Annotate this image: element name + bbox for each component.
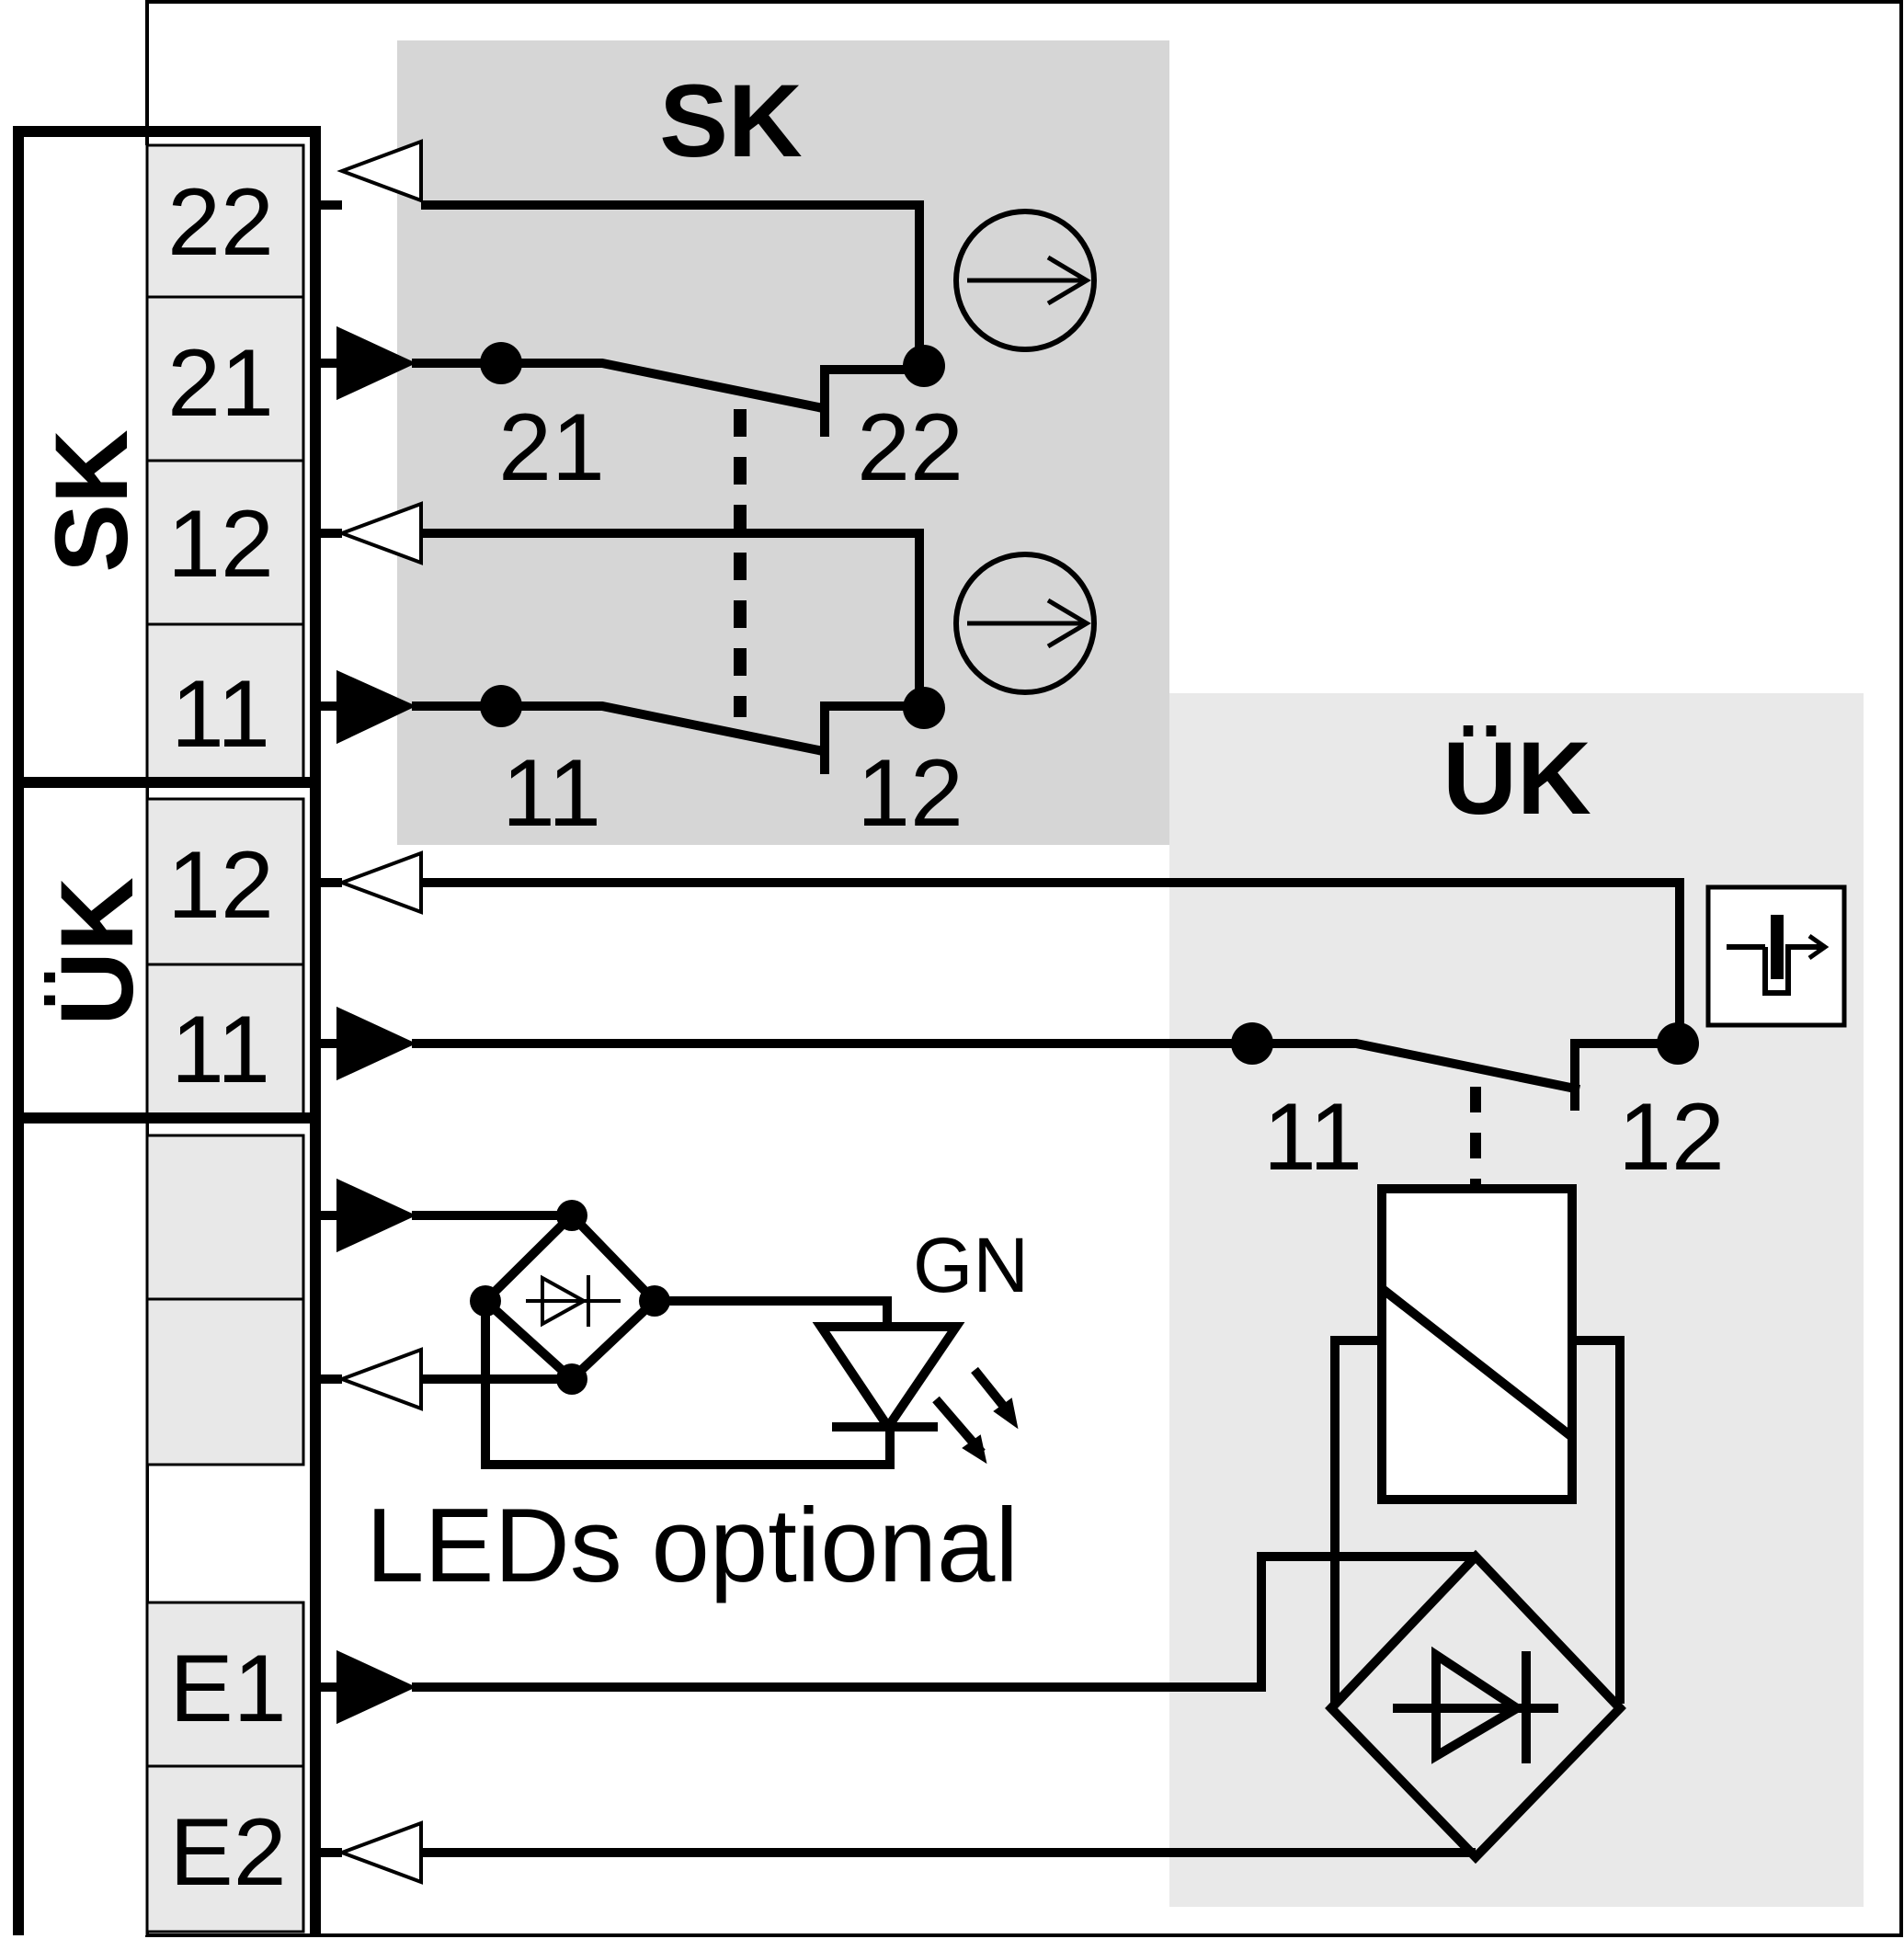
output-arrow: [336, 1347, 423, 1411]
svg-text:22: 22: [857, 394, 963, 501]
positive-opening-arrow-icon: [953, 552, 1097, 695]
svg-text:11: 11: [502, 740, 601, 847]
sk-contact-21-22: 21 22: [412, 200, 963, 501]
uk-contact-11-12: 11 12: [412, 878, 1725, 1191]
sk-block-title: SK: [659, 63, 803, 178]
terminal-cell: [145, 1297, 305, 1466]
terminal-arrows: [336, 139, 423, 1885]
input-arrow: [336, 1006, 416, 1081]
led-emission-arrows-icon: [932, 1366, 1019, 1465]
terminal-label: 12: [167, 832, 274, 939]
uk-block-title: ÜK: [1442, 721, 1591, 836]
input-arrow: [336, 1649, 416, 1725]
output-arrow: [336, 1820, 423, 1885]
sk-block-area: [397, 40, 1169, 845]
led-optional-note: LEDs optional: [366, 1488, 1019, 1604]
terminal-cell: [145, 1134, 305, 1301]
rectifier-bridge: [412, 1549, 1626, 1865]
terminal-strip: [145, 143, 305, 1933]
terminal-cell: [145, 963, 305, 1123]
svg-text:12: 12: [857, 740, 963, 847]
led-diode: [812, 1322, 965, 1435]
terminal-label: 22: [167, 169, 274, 276]
sk-contact-11-12: 11 12: [412, 529, 963, 847]
led-color-label: GN: [913, 1222, 1029, 1308]
output-arrow: [336, 139, 423, 203]
terminal-label: E2: [169, 1799, 286, 1906]
terminal-label: 11: [171, 661, 270, 768]
terminal-label: 21: [167, 330, 274, 437]
terminal-cell: [145, 1764, 305, 1933]
terminal-label: E1: [169, 1636, 286, 1742]
relay-coil: [1330, 1184, 1625, 1704]
delayed-contact-icon: [1705, 884, 1847, 1028]
svg-text:12: 12: [1618, 1084, 1725, 1191]
output-arrow: [336, 850, 423, 915]
positive-opening-arrow-icon: [953, 209, 1097, 352]
terminal-label: 11: [171, 997, 270, 1103]
input-arrow: [336, 1178, 416, 1253]
terminal-label: 12: [167, 491, 274, 598]
uk-group-box: [13, 777, 321, 1123]
terminal-cell: [145, 143, 305, 299]
uk-group-label: ÜK: [40, 877, 154, 1026]
led-circuit: [412, 1200, 965, 1469]
svg-text:21: 21: [498, 394, 605, 501]
sk-group-label: SK: [34, 429, 149, 573]
output-arrow: [336, 501, 423, 565]
svg-text:11: 11: [1263, 1084, 1362, 1191]
terminal-cell: [145, 295, 305, 462]
